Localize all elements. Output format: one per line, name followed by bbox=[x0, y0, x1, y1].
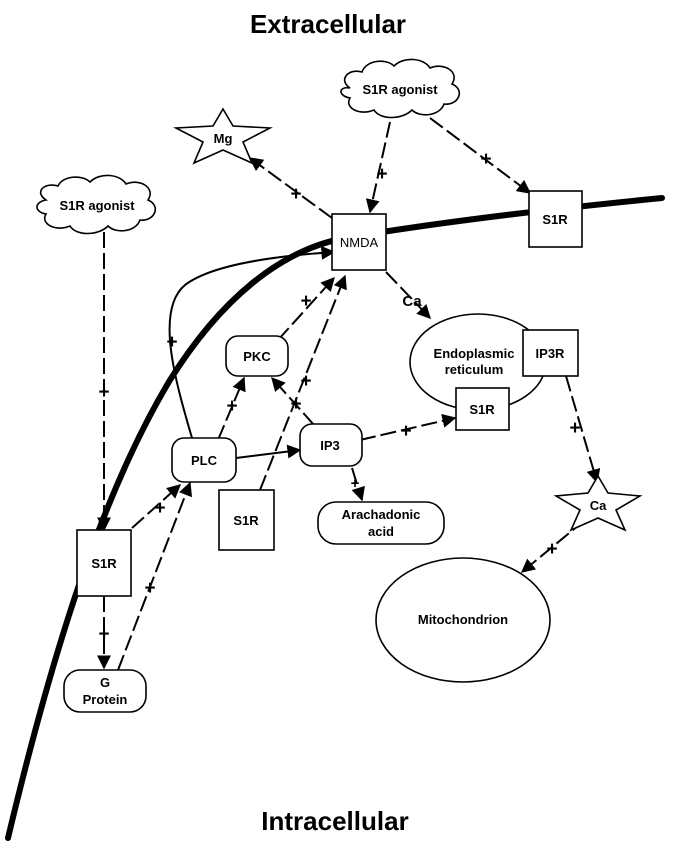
intracellular-label: Intracellular bbox=[261, 806, 408, 836]
ip3r-label: IP3R bbox=[536, 346, 566, 361]
s1r-membrane-right-label: S1R bbox=[542, 212, 568, 227]
er-label-line1: Endoplasmic bbox=[434, 346, 515, 361]
nmda-node: NMDA bbox=[331, 213, 387, 271]
ip3r-node: IP3R bbox=[522, 329, 579, 377]
edge-nmda-to-mg bbox=[248, 157, 333, 219]
sign-plc-to-nmda: + bbox=[166, 332, 177, 353]
arachidonic-label-line2: acid bbox=[368, 524, 394, 539]
ip3-label: IP3 bbox=[320, 438, 340, 453]
mitochondrion-node: Mitochondrion bbox=[375, 557, 551, 683]
s1r-membrane-right-node: S1R bbox=[528, 190, 583, 248]
s1r-membrane-left-node: S1R bbox=[76, 529, 132, 597]
edge-ip3-to-pkc bbox=[271, 376, 315, 426]
edge-gprotein-to-plc bbox=[117, 481, 193, 671]
pkc-node: PKC bbox=[225, 335, 289, 377]
label-nmda-to-er-ca: Ca bbox=[402, 293, 422, 310]
sign-s1r-lower-to-nmda: + bbox=[300, 371, 311, 392]
sign-ip3-to-arachidonic: + bbox=[351, 475, 360, 492]
arachidonic-label-line1: Arachadonic bbox=[342, 507, 421, 522]
nmda-label: NMDA bbox=[340, 235, 379, 250]
edge-nmda-to-er bbox=[385, 271, 431, 320]
g-protein-label-line1: G bbox=[100, 675, 110, 690]
er-label-line2: reticulum bbox=[445, 362, 504, 377]
sign-nmda-to-mg: + bbox=[290, 184, 301, 205]
sign-agonist-left-to-s1r: + bbox=[98, 382, 109, 403]
edge-s1r-lower-to-nmda bbox=[259, 274, 347, 491]
plc-label: PLC bbox=[191, 453, 218, 468]
edge-ip3-to-s1r-er bbox=[359, 414, 457, 441]
s1r-lower-label: S1R bbox=[233, 513, 259, 528]
sign-ip3-to-s1r-er: + bbox=[400, 421, 411, 442]
edge-ip3-to-arachidonic bbox=[351, 467, 365, 502]
sign-s1r-to-gprotein: + bbox=[98, 624, 109, 645]
s1r-lower-node: S1R bbox=[218, 489, 275, 551]
g-protein-node: G Protein bbox=[63, 669, 147, 713]
s1r-agonist-left-label: S1R agonist bbox=[59, 198, 135, 213]
sign-plc-to-pkc: + bbox=[226, 396, 237, 417]
pkc-label: PKC bbox=[243, 349, 271, 364]
s1r-membrane-left-label: S1R bbox=[91, 556, 117, 571]
s1r-er-node: S1R bbox=[455, 387, 510, 431]
edge-s1r-to-plc bbox=[131, 484, 182, 529]
mg-label: Mg bbox=[214, 131, 233, 146]
plc-node: PLC bbox=[171, 437, 237, 483]
edge-agonist-to-nmda bbox=[365, 121, 391, 214]
s1r-agonist-left-cloud: S1R agonist bbox=[36, 174, 157, 235]
g-protein-label-line2: Protein bbox=[83, 692, 128, 707]
sign-agonist-to-s1r: + bbox=[480, 149, 491, 170]
sign-agonist-to-nmda: + bbox=[376, 164, 387, 185]
edge-ip3r-to-ca bbox=[565, 375, 601, 484]
ca-star: Ca bbox=[553, 474, 643, 532]
mg-star: Mg bbox=[173, 107, 273, 165]
s1r-agonist-top-cloud: S1R agonist bbox=[340, 58, 461, 119]
ca-label: Ca bbox=[590, 498, 607, 513]
sign-ip3r-to-ca: + bbox=[569, 418, 580, 439]
cell-membrane bbox=[5, 195, 665, 841]
sign-s1r-to-plc: + bbox=[154, 498, 165, 519]
ip3-node: IP3 bbox=[299, 423, 363, 467]
edge-pkc-to-nmda bbox=[277, 276, 335, 341]
s1r-agonist-top-label: S1R agonist bbox=[362, 82, 438, 97]
sign-ca-to-mito: + bbox=[546, 539, 557, 560]
sign-ip3-to-pkc: + bbox=[290, 394, 301, 415]
arachidonic-acid-node: Arachadonic acid bbox=[317, 501, 445, 545]
sign-pkc-to-nmda: + bbox=[300, 291, 311, 312]
sign-gprotein-to-plc: + bbox=[144, 578, 155, 599]
edge-plc-to-pkc bbox=[217, 376, 246, 441]
mitochondrion-label: Mitochondrion bbox=[418, 612, 508, 627]
edge-plc-to-nmda bbox=[168, 245, 336, 439]
extracellular-label: Extracellular bbox=[250, 9, 406, 39]
s1r-er-label: S1R bbox=[469, 402, 495, 417]
edge-plc-to-ip3 bbox=[235, 444, 302, 459]
